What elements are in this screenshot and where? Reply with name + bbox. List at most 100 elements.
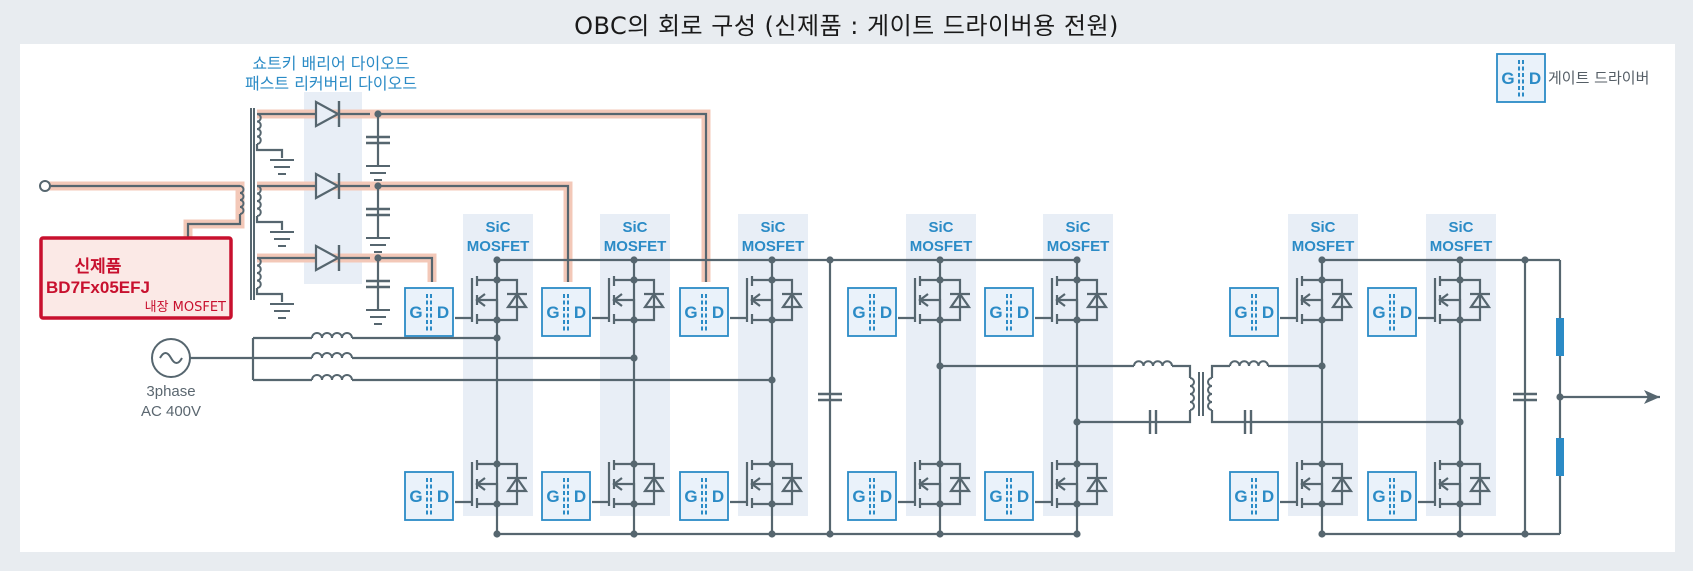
sic-mosfet-high-dcdc-secondary-leg-1 <box>1280 276 1354 324</box>
junction-dot <box>1318 530 1326 538</box>
body-diode-wire <box>497 278 519 322</box>
tank-wire <box>1210 364 1230 378</box>
body-diode-icon <box>780 292 804 309</box>
body-diode-wire <box>1077 278 1099 322</box>
diode-icon <box>314 100 341 128</box>
new-product-box: 신제품 BD7Fx05EFJ 내장 MOSFET <box>39 236 233 320</box>
gate-driver-box <box>984 287 1034 337</box>
gate-driver-d-label: D <box>880 303 892 322</box>
junction-dot <box>936 362 944 370</box>
junction-dot <box>630 460 638 468</box>
source-lead <box>1057 298 1079 320</box>
arrow <box>1300 477 1311 491</box>
input-inductor <box>311 332 353 339</box>
gate-driver-g-label: G <box>852 303 865 322</box>
arrow <box>612 293 623 307</box>
gate-driver-g-label: G <box>546 303 559 322</box>
gate-driver-g-label: G <box>989 303 1002 322</box>
gate-driver-g-label: G <box>409 303 422 322</box>
junction-dot <box>768 530 776 538</box>
sic-mosfet-high-dcdc-primary-leg-1 <box>898 276 972 324</box>
junction-dot <box>826 530 834 538</box>
ac-sine-icon <box>159 352 183 364</box>
transformer-secondary <box>1207 377 1213 411</box>
mosfet-label-sic: SiC <box>1448 219 1473 236</box>
gate-driver-box <box>847 471 897 521</box>
new-product-frame <box>39 236 233 320</box>
gate-driver-box <box>404 287 454 337</box>
junction-dot <box>1318 256 1326 264</box>
mosfet-label-mosfet: MOSFET <box>910 238 973 255</box>
resistor-icon <box>1556 438 1564 476</box>
gate-driver-d-label: D <box>1400 303 1412 322</box>
body-diode-icon <box>505 292 529 309</box>
mosfet-label-sic: SiC <box>928 219 953 236</box>
gate-driver-d-label: D <box>574 303 586 322</box>
gate-driver-d-label: D <box>712 487 724 506</box>
gate-driver-box <box>1229 287 1279 337</box>
arrow <box>1055 293 1066 307</box>
gate-driver-d-label: D <box>437 487 449 506</box>
arrow <box>612 477 623 491</box>
mosfet-label-sic: SiC <box>1065 219 1090 236</box>
body-diode-wire <box>772 462 794 506</box>
junction-dot <box>768 460 776 468</box>
junction-dot <box>768 256 776 264</box>
gate-driver-box <box>404 471 454 521</box>
junction-dot <box>1073 500 1081 508</box>
junction-dot <box>374 110 382 118</box>
junction-dot <box>630 354 638 362</box>
junction-dot <box>1521 530 1529 538</box>
gate-driver-box <box>847 287 897 337</box>
transformer-primary <box>1189 377 1195 411</box>
junction-dot <box>1073 530 1081 538</box>
body-diode-icon <box>1330 292 1354 309</box>
junction-dot <box>1521 256 1529 264</box>
arrow <box>750 293 761 307</box>
junction-dot <box>630 500 638 508</box>
arrow <box>475 477 486 491</box>
mosfet-label-sic: SiC <box>1310 219 1335 236</box>
gate-driver-d-label: D <box>574 487 586 506</box>
source-lead <box>752 298 774 320</box>
arrow <box>918 477 929 491</box>
arrow <box>918 293 929 307</box>
gate-driver-d-label: D <box>437 303 449 322</box>
junction-dot <box>768 376 776 384</box>
secondary-return <box>255 144 284 158</box>
junction-dot <box>630 530 638 538</box>
gate-driver-d-label: D <box>1262 303 1274 322</box>
junction-dot <box>493 530 501 538</box>
tank-wire <box>1172 364 1192 378</box>
sic-mosfet-low-dcdc-primary-leg-1 <box>898 460 972 508</box>
body-diode-icon <box>1085 476 1109 493</box>
gate-driver-g-label: G <box>1372 303 1385 322</box>
mosfet-label-sic: SiC <box>485 219 510 236</box>
mosfet-label-mosfet: MOSFET <box>742 238 805 255</box>
gate-driver-box <box>679 287 729 337</box>
junction-dot <box>1318 316 1326 324</box>
gate-driver-d-label: D <box>1400 487 1412 506</box>
gate-driver-d-label: D <box>1529 69 1541 88</box>
input-terminal <box>39 180 51 192</box>
body-diode-wire <box>940 462 962 506</box>
gate-driver-box <box>541 287 591 337</box>
source-lead <box>1302 298 1324 320</box>
input-inductor <box>311 352 353 359</box>
gate-driver-g-label: G <box>989 487 1002 506</box>
output-arrow-icon <box>1644 390 1660 404</box>
body-diode-icon <box>948 292 972 309</box>
gate-driver-d-label: D <box>1262 487 1274 506</box>
source-label-line1: 3phase <box>146 383 195 400</box>
junction-dot <box>493 316 501 324</box>
arrow <box>475 293 486 307</box>
mosfet-label-sic: SiC <box>622 219 647 236</box>
body-diode-icon <box>780 476 804 493</box>
legend-label: 게이트 드라이버 <box>1548 69 1649 87</box>
supply-wire-1 <box>378 256 434 282</box>
